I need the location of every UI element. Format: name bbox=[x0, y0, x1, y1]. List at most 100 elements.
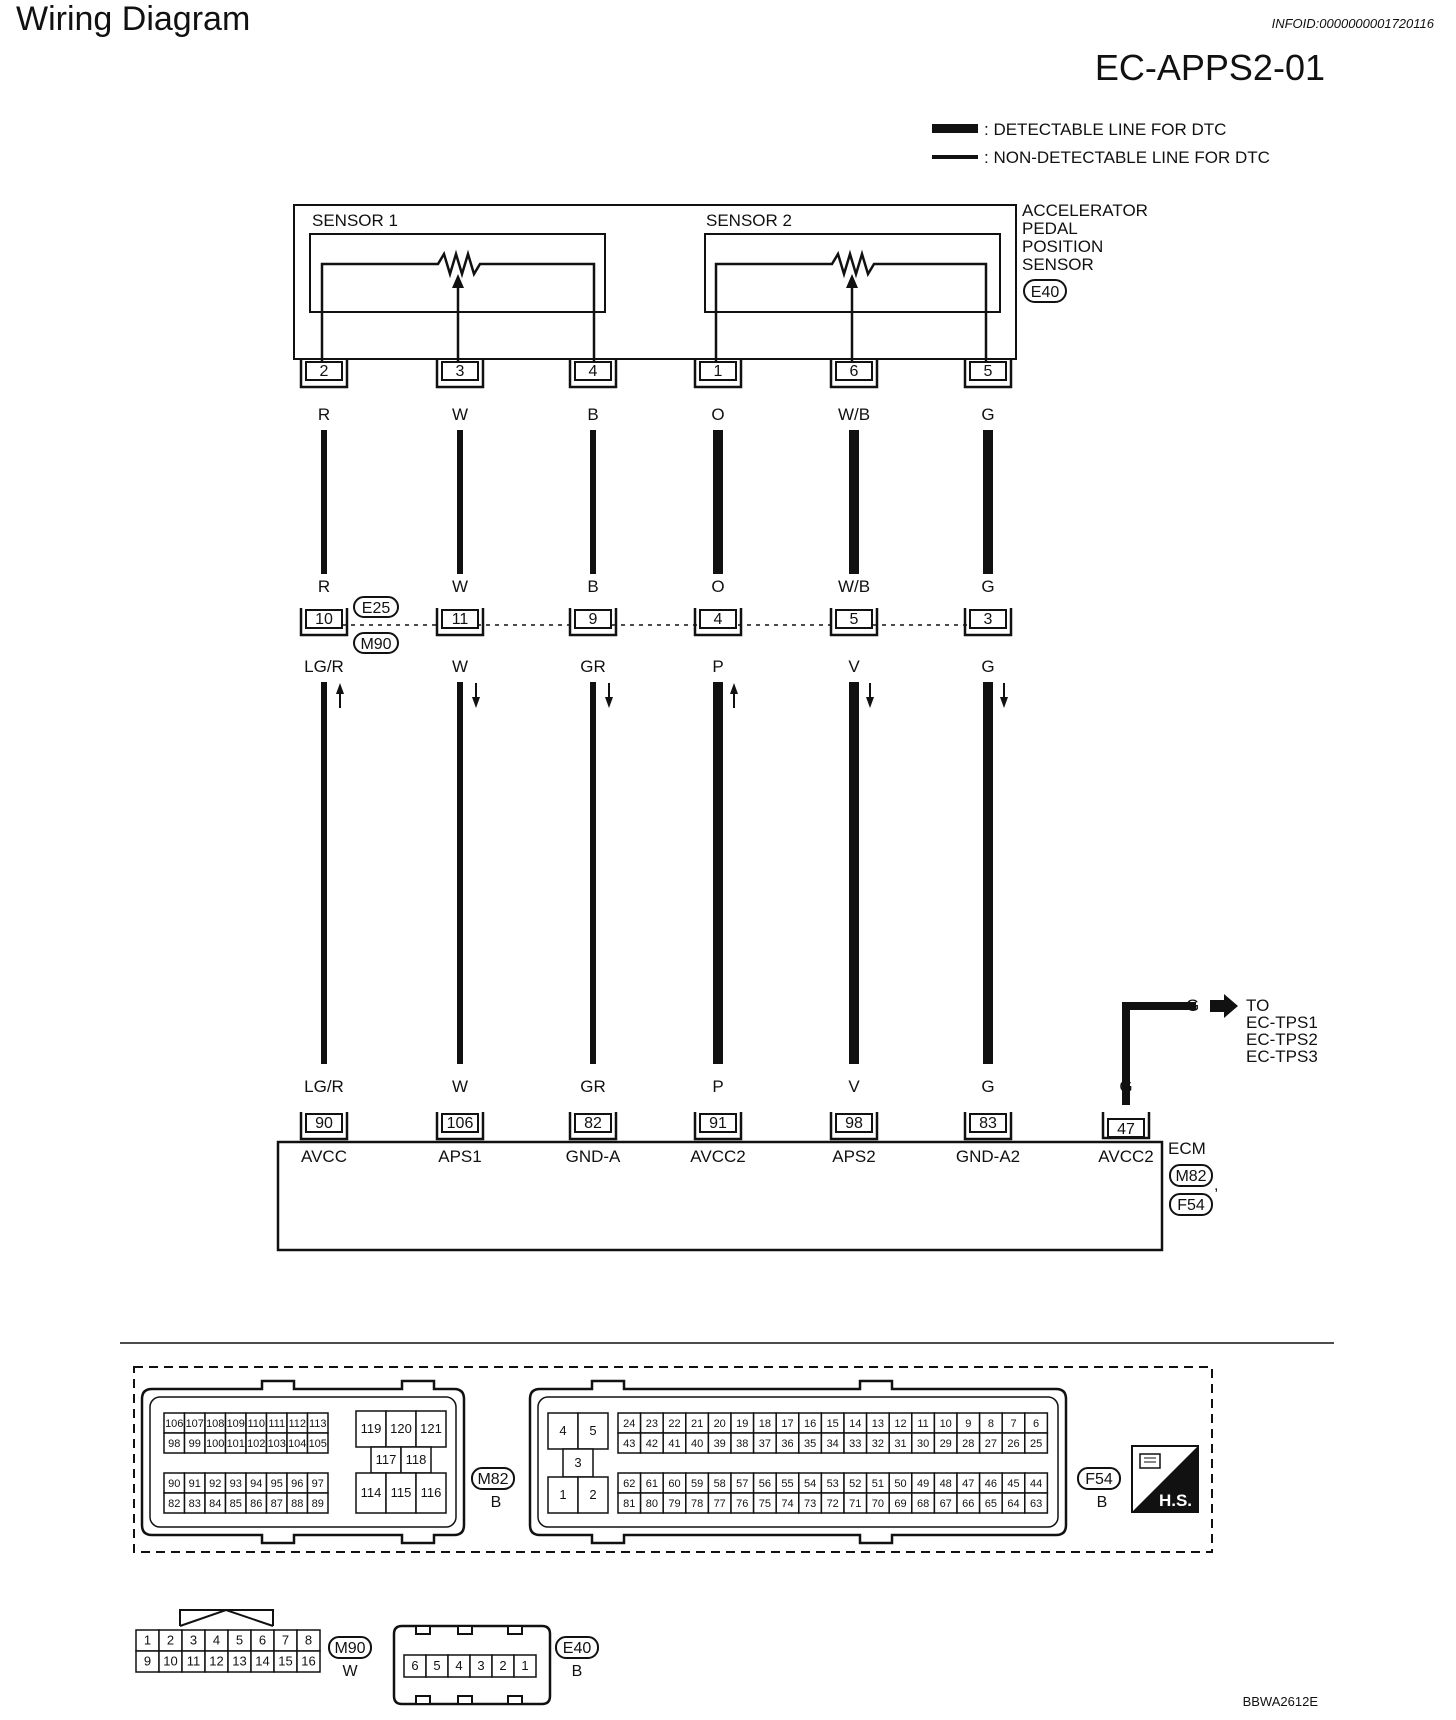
sensor-pin-box bbox=[441, 361, 479, 381]
ecm-pin-box bbox=[305, 1113, 343, 1133]
f54-pin: 9 bbox=[965, 1418, 971, 1430]
m90-pin: 16 bbox=[301, 1654, 315, 1669]
connector-shell-inner bbox=[149, 1396, 457, 1528]
connector-latch bbox=[179, 1608, 274, 1627]
m82-pin: 102 bbox=[247, 1438, 265, 1450]
info-id: INFOID:0000000001720116 bbox=[1272, 16, 1435, 31]
m82-pin: 103 bbox=[268, 1438, 286, 1450]
badge-outline bbox=[1077, 1467, 1121, 1490]
f54-pin: 12 bbox=[894, 1418, 906, 1430]
connector-key bbox=[457, 1625, 473, 1635]
badge-text: F54 bbox=[1177, 1197, 1205, 1214]
m90-pin: 10 bbox=[163, 1654, 177, 1669]
m82-pin: 119 bbox=[361, 1421, 382, 1436]
junction-pin-box bbox=[969, 609, 1007, 629]
connector-key bbox=[415, 1625, 431, 1635]
f54-pin: 78 bbox=[691, 1498, 703, 1510]
sensor-pin: 5 bbox=[984, 363, 993, 380]
ecm-pin-shell bbox=[829, 1112, 879, 1141]
f54-pin: 27 bbox=[985, 1438, 997, 1450]
connector-m82-badge: M82 B bbox=[471, 1467, 515, 1511]
m82-cavity bbox=[306, 1492, 329, 1514]
to-label: TO bbox=[1246, 996, 1269, 1015]
hs-icon: H.S. bbox=[1131, 1445, 1199, 1513]
ecm-pin: 90 bbox=[315, 1115, 333, 1132]
f54-pin: 29 bbox=[940, 1438, 952, 1450]
badge-text: M90 bbox=[360, 636, 391, 653]
sensor2-label: SENSOR 2 bbox=[706, 211, 792, 230]
wire-color-upper: R bbox=[318, 405, 330, 424]
m82-pin: 86 bbox=[250, 1498, 262, 1510]
m82-pin: 88 bbox=[291, 1498, 303, 1510]
sensor-pin-box bbox=[969, 361, 1007, 381]
badge-outline bbox=[555, 1636, 599, 1659]
ecm-pin-label: AVCC2 bbox=[690, 1147, 745, 1166]
wire-color-junction: R bbox=[318, 577, 330, 596]
m90-pin: 14 bbox=[255, 1654, 269, 1669]
e40-pin: 1 bbox=[521, 1658, 528, 1673]
m82-pin: 92 bbox=[209, 1478, 221, 1490]
f54-pin: 2 bbox=[589, 1487, 596, 1502]
m90-pin: 6 bbox=[259, 1633, 266, 1648]
f54-pin: 70 bbox=[872, 1498, 884, 1510]
f54-pin: 68 bbox=[917, 1498, 929, 1510]
ecm-extra-pin: 47 bbox=[1117, 1121, 1135, 1138]
m82-pin: 84 bbox=[209, 1498, 221, 1510]
f54-pin: 22 bbox=[668, 1418, 680, 1430]
f54-pin: 48 bbox=[940, 1478, 952, 1490]
sensor-pin-shell bbox=[435, 360, 485, 389]
wire-color-ecm: G bbox=[981, 1077, 994, 1096]
badge-text: E40 bbox=[563, 1640, 592, 1657]
ecm-extra-pin-box bbox=[1107, 1118, 1145, 1138]
m90-pin: 2 bbox=[167, 1633, 174, 1648]
ecm-pin: 83 bbox=[979, 1115, 997, 1132]
f54-pin: 8 bbox=[988, 1418, 994, 1430]
sensor-pin-box bbox=[305, 361, 343, 381]
m90-pin: 15 bbox=[278, 1654, 292, 1669]
f54-pin: 54 bbox=[804, 1478, 816, 1490]
m90-pin: 8 bbox=[305, 1633, 312, 1648]
m82-cavity bbox=[400, 1446, 432, 1474]
wire-color-ecm: W bbox=[452, 1077, 468, 1096]
hs-icon-triangle bbox=[1132, 1446, 1198, 1512]
branch-arrow bbox=[1210, 994, 1238, 1018]
badge-outline bbox=[1169, 1164, 1213, 1187]
m82-pin: 100 bbox=[206, 1438, 224, 1450]
sensor-pin-box bbox=[835, 361, 873, 381]
m90-pin: 11 bbox=[187, 1654, 201, 1669]
junction-pin: 9 bbox=[589, 611, 598, 628]
m90-pin: 3 bbox=[190, 1633, 197, 1648]
wire-color-lower: LG/R bbox=[304, 657, 344, 676]
wire-color-lower: G bbox=[981, 657, 994, 676]
connector-key bbox=[457, 1695, 473, 1705]
flow-arrow-down-icon bbox=[605, 697, 613, 708]
ecm-branch: G TO EC-TPS1 EC-TPS2 EC-TPS3 G 47 AVCC2 bbox=[1098, 994, 1318, 1166]
e40-pin: 4 bbox=[455, 1658, 462, 1673]
m82-pin: 104 bbox=[288, 1438, 306, 1450]
legend-detectable-text: : DETECTABLE LINE FOR DTC bbox=[984, 120, 1226, 139]
m82-pin: 99 bbox=[189, 1438, 201, 1450]
ecm-pin-box bbox=[835, 1113, 873, 1133]
connector-m90-badge: M90 W bbox=[328, 1636, 372, 1680]
wire-color-junction: G bbox=[981, 577, 994, 596]
m82-pin: 118 bbox=[406, 1452, 427, 1467]
wire-color-upper: B bbox=[587, 405, 598, 424]
wire-color-upper: W/B bbox=[838, 405, 870, 424]
badge-text: M90 bbox=[334, 1640, 365, 1657]
connector-f54-badge: F54 B bbox=[1077, 1467, 1121, 1511]
f54-pin: 75 bbox=[759, 1498, 771, 1510]
e40-pin: 5 bbox=[433, 1658, 440, 1673]
ecm-pin-box bbox=[441, 1113, 479, 1133]
connector-shell bbox=[392, 1624, 552, 1706]
ecm-extra-label: AVCC2 bbox=[1098, 1147, 1153, 1166]
f54-pin: 13 bbox=[872, 1418, 884, 1430]
connector-color: B bbox=[1097, 1494, 1108, 1511]
wire-color-junction: W bbox=[452, 577, 468, 596]
connector-color: B bbox=[491, 1494, 502, 1511]
badge-outline bbox=[328, 1636, 372, 1659]
page-code: EC-APPS2-01 bbox=[1095, 47, 1325, 88]
e40-pin: 3 bbox=[477, 1658, 484, 1673]
